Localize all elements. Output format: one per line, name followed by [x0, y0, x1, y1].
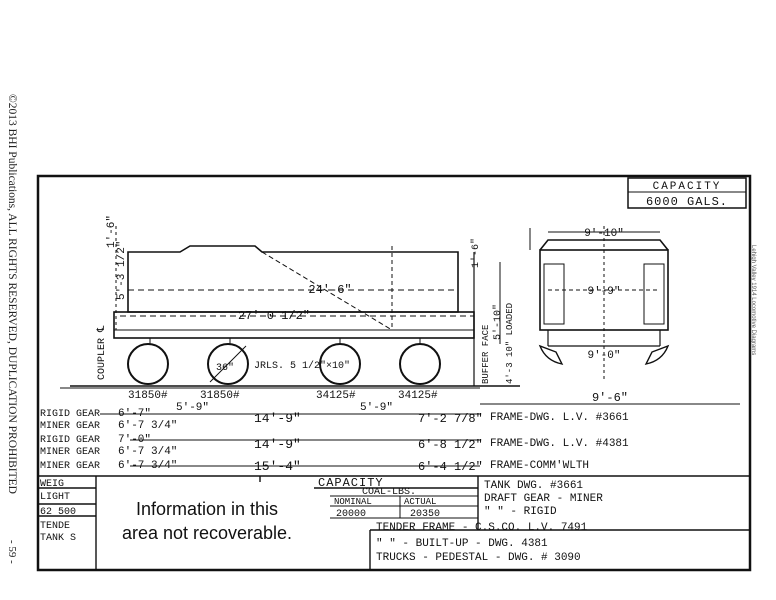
frame-gear-a-dim: 6'-7 3/4" — [118, 460, 177, 472]
wheel — [207, 343, 249, 385]
dimension-lines — [60, 387, 740, 467]
dim-overall-width: 9'-6" — [592, 391, 628, 405]
axle-load: 31850# — [128, 390, 168, 402]
wheel-spacing: 5'-9" — [176, 402, 209, 414]
dim-coupler-height: 5'-3 1/2" — [116, 241, 128, 300]
coupler-label: COUPLER ℄ — [97, 325, 108, 380]
frame-gear-b: MINER GEAR — [40, 421, 100, 432]
dim-buffer-height: 5'-10" — [492, 304, 504, 340]
wheel-diameter: 36" — [216, 362, 234, 374]
frame-mid-dim: 15'-4" — [254, 459, 301, 474]
frame-gear-a: RIGID GEAR — [40, 435, 100, 446]
buffer-label: BUFFER FACE — [481, 325, 491, 384]
notice-line-1: Information in this — [135, 499, 279, 519]
frame-mid-dim: 14'-9" — [254, 437, 301, 452]
frame-end-dim: 6'-8 1/2" — [418, 438, 483, 452]
frame-gear-b-dim: 6'-7 3/4" — [118, 420, 177, 432]
wheel — [319, 343, 361, 385]
frame-rows: RIGID GEAR 6'-7" MINER GEAR 6'-7 3/4" 14… — [40, 408, 629, 474]
frame-gear-a: MINER GEAR — [40, 461, 100, 472]
table-left-row: 62 500 — [40, 507, 76, 518]
table-note: DRAFT GEAR - MINER — [484, 493, 603, 505]
table-left-row: TENDE — [40, 521, 70, 532]
table-note: TANK DWG. #3661 — [484, 480, 583, 492]
dim-top-height: 1'-6" — [106, 215, 118, 248]
frame-gear-b: MINER GEAR — [40, 447, 100, 458]
axle-load: 31850# — [200, 390, 240, 402]
data-table-text: CAPACITY COAL-LBS. NOMINAL ACTUAL 20000 … — [40, 476, 603, 564]
frame-gear-a-dim: 7'-0" — [118, 434, 151, 446]
frame-mid-dim: 14'-9" — [254, 411, 301, 426]
frame-end-dim: 7'-2 7/8" — [418, 412, 483, 426]
notice-line-2: area not recoverable. — [121, 523, 293, 543]
table-actual: ACTUAL — [404, 497, 436, 507]
frame-end-dim: 6'-4 1/2" — [418, 460, 483, 474]
table-coal: COAL-LBS. — [362, 487, 416, 498]
table-actual-value: 20350 — [410, 509, 440, 520]
dim-loaded-height: 4'-3 10" LOADED — [505, 303, 515, 384]
tender-elevation — [70, 226, 520, 387]
slope-sheet — [261, 251, 393, 331]
frame-ref: FRAME-COMM'WLTH — [490, 460, 589, 472]
table-left-row: WEIG — [40, 479, 64, 490]
dim-end-bottom: 9'-0" — [587, 350, 620, 362]
table-left-row: LIGHT — [40, 492, 70, 503]
axle-load: 34125# — [398, 390, 438, 402]
journals-label: JRLS. 5 1/2"×10" — [254, 360, 350, 372]
tank-outline — [127, 245, 459, 313]
wheel-spacing: 5'-9" — [360, 402, 393, 414]
end-view — [529, 226, 670, 380]
end-view-dimensions: 9'-10" 9'-9" 9'-0" — [584, 228, 624, 362]
dim-tank-length: 24'-6" — [308, 283, 351, 297]
frame-gear-a-dim: 6'-7" — [118, 408, 151, 420]
table-note: " " - RIGID — [484, 506, 557, 518]
table-note: TRUCKS - PEDESTAL - DWG. # 3090 — [376, 552, 581, 564]
table-note: TENDER FRAME - C.S.CO. L.V. 7491 — [376, 522, 588, 534]
wheel — [127, 343, 169, 385]
unrecoverable-notice: Information in this area not recoverable… — [100, 482, 314, 560]
frame-gear-a: RIGID GEAR — [40, 409, 100, 420]
elevation-dimensions: 1'-6" 5'-3 1/2" COUPLER ℄ 24'-6" 27'-0 1… — [97, 215, 515, 414]
dim-rear-height: 1'-6" — [470, 238, 482, 268]
capacity-value: 6000 GALS. — [646, 195, 728, 209]
table-header: CAPACITY — [318, 476, 384, 490]
table-note: " " - BUILT-UP - DWG. 4381 — [376, 538, 548, 550]
wheel — [399, 343, 441, 385]
frame-ref: FRAME-DWG. L.V. #3661 — [490, 412, 629, 424]
frame-gear-b-dim: 6'-7 3/4" — [118, 446, 177, 458]
axle-load: 34125# — [316, 390, 356, 402]
table-left-row: TANK S — [40, 533, 76, 544]
dim-end-top: 9'-10" — [584, 228, 624, 240]
diagram-border — [36, 174, 752, 572]
table-nominal: NOMINAL — [334, 497, 372, 507]
capacity-label: CAPACITY — [653, 181, 722, 193]
capacity-box: CAPACITY 6000 GALS. — [627, 177, 747, 209]
frame-ref: FRAME-DWG. L.V. #4381 — [490, 438, 629, 450]
dim-frame-length: 27'-0 1/2" — [238, 309, 310, 323]
dim-end-inner: 9'-9" — [587, 286, 620, 298]
table-nominal-value: 20000 — [336, 509, 366, 520]
